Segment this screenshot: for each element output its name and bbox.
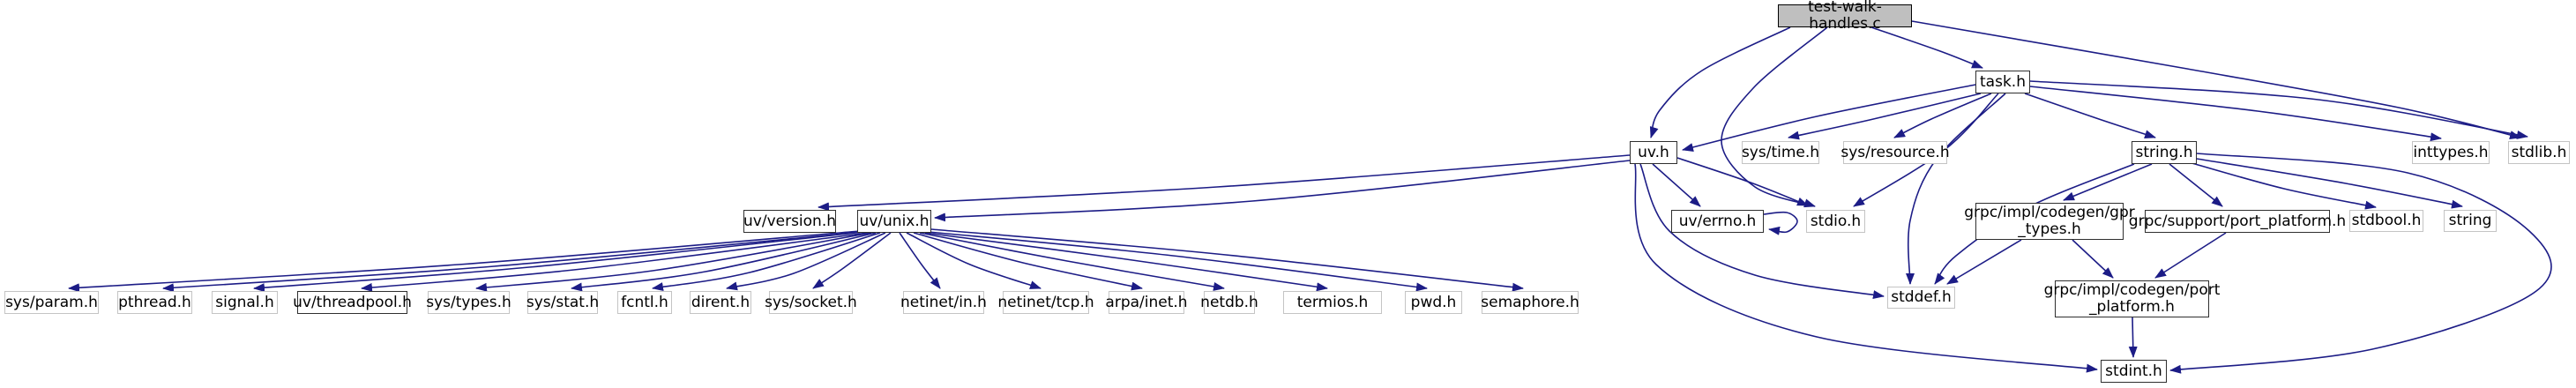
edge-task-systime (1788, 93, 1982, 140)
graph-node-gprtypes[interactable]: grpc/impl/codegen/gpr _types.h (1964, 203, 2135, 240)
edge-task-uv (1682, 84, 1976, 152)
edge-uv-stddef (1639, 163, 1885, 299)
graph-node-systypes: sys/types.h (426, 291, 511, 314)
graph-node-systime: sys/time.h (1742, 141, 1819, 164)
graph-node-stdlib: stdlib.h (2508, 141, 2570, 164)
graph-node-task[interactable]: task.h (1975, 71, 2030, 93)
graph-node-netinetin: netinet/in.h (900, 291, 987, 314)
edge-uvunix-pthread (162, 231, 862, 293)
edge-gprtypes-codegenpp (2072, 239, 2114, 279)
edge-uv-uvunix (934, 160, 1631, 222)
edge-uvunix-sysparam (68, 230, 861, 293)
graph-node-sysstat: sys/stat.h (526, 291, 599, 314)
graph-node-pthread: pthread.h (117, 291, 192, 314)
edge-uvunix-syssocket (812, 232, 892, 289)
edge-uvunix-netinetin (899, 232, 941, 289)
edge-uvunix-systypes (475, 232, 872, 292)
graph-node-semaphore: semaphore.h (1481, 291, 1579, 314)
graph-node-stdint[interactable]: stdint.h (2101, 360, 2167, 383)
edge-uvunix-netdb (919, 232, 1225, 291)
edge-uvunix-dirent (726, 232, 886, 291)
edge-stringh-supportpp (2169, 163, 2223, 207)
edge-stringh-gprtypes (2063, 163, 2153, 201)
edge-task-stdlib (2029, 80, 2528, 139)
graph-node-netinettcp: netinet/tcp.h (997, 291, 1094, 314)
edge-gprtypes-stddef (1946, 239, 2022, 285)
graph-node-uvversion[interactable]: uv/version.h (743, 210, 836, 233)
edge-uvunix-signal (253, 231, 865, 293)
edge-supportpp-codegenpp (2154, 232, 2227, 279)
edge-uv-stdint (1634, 163, 2098, 373)
edge-task-sysresource (1893, 93, 1992, 138)
graph-node-uvunix[interactable]: uv/unix.h (857, 210, 931, 233)
edge-stringh-stdbool (2188, 161, 2377, 210)
edge-uv-uvversion (818, 154, 1631, 212)
graph-node-stdbool: stdbool.h (2349, 210, 2423, 232)
edge-stringh-stringcpp (2196, 158, 2463, 209)
edge-uverrno-uverrno (1763, 211, 1798, 235)
graph-node-stringh[interactable]: string.h (2132, 141, 2197, 164)
graph-node-root: test-walk-handles.c (1778, 0, 1912, 33)
graph-node-fcntl: fcntl.h (617, 291, 672, 314)
edge-root-task (1870, 26, 1983, 69)
edge-uv-uverrno (1652, 163, 1701, 207)
graph-node-syssocket: sys/socket.h (765, 291, 857, 314)
graph-node-netdb: netdb.h (1200, 291, 1258, 314)
edge-uv-stdio (1676, 157, 1809, 206)
edge-root-stdio (1721, 26, 1828, 208)
graph-node-uv[interactable]: uv.h (1630, 141, 1677, 164)
edge-uvunix-netinettcp (906, 232, 1042, 289)
edge-uvunix-uvthreadpool (361, 232, 869, 292)
graph-node-signal: signal.h (212, 291, 278, 314)
graph-node-stringcpp: string (2444, 210, 2497, 232)
edge-uvunix-termios (924, 232, 1328, 292)
edge-uvunix-semaphore (930, 228, 1524, 292)
edge-task-stringh (2024, 93, 2156, 139)
edge-codegenpp-stdint (2128, 317, 2138, 358)
graph-node-arpainet: arpa/inet.h (1105, 291, 1188, 314)
edge-uvunix-arpainet (913, 232, 1143, 291)
graph-node-sysresource: sys/resource.h (1841, 141, 1950, 164)
graph-node-codegenpp[interactable]: grpc/impl/codegen/port _platform.h (2043, 280, 2221, 317)
graph-node-pwd: pwd.h (1405, 291, 1462, 314)
edge-stringh-stdint (2169, 153, 2552, 374)
graph-node-supportpp[interactable]: grpc/support/port_platform.h (2129, 210, 2346, 233)
graph-node-dirent: dirent.h (690, 291, 751, 314)
edge-task-stddef (1905, 93, 2006, 285)
graph-node-uverrno[interactable]: uv/errno.h (1671, 210, 1764, 233)
graph-node-stddef: stddef.h (1887, 287, 1955, 309)
graph-node-sysparam: sys/param.h (4, 291, 99, 314)
graph-node-termios: termios.h (1283, 291, 1382, 314)
edge-task-inttypes (2029, 86, 2442, 142)
edge-root-stdlib (1911, 20, 2521, 139)
graph-node-stdio: stdio.h (1806, 210, 1865, 233)
edge-uvunix-fcntl (652, 232, 881, 291)
graph-node-inttypes: inttypes.h (2412, 141, 2490, 164)
edge-uvunix-sysstat (571, 232, 877, 292)
graph-node-uvthreadpool[interactable]: uv/threadpool.h (293, 291, 412, 314)
edge-root-uv (1649, 26, 1791, 138)
edge-uvunix-pwd (928, 231, 1428, 292)
